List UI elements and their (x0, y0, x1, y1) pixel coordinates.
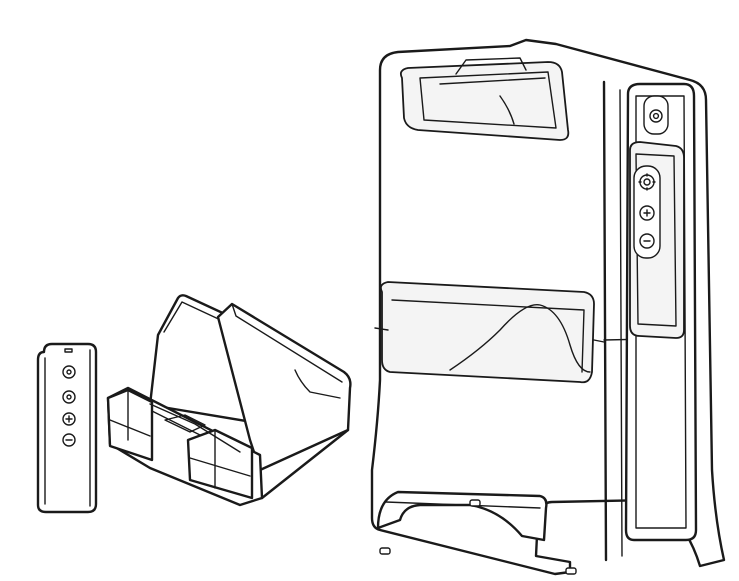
control-panel (626, 84, 696, 540)
remote-control (38, 344, 96, 512)
device-minus-icon[interactable] (640, 234, 654, 248)
remote-minus-icon[interactable] (63, 434, 75, 446)
device-plus-icon[interactable] (640, 206, 654, 220)
remote-plus-icon[interactable] (63, 413, 75, 425)
remote-power-icon[interactable] (63, 366, 75, 378)
device-power-icon[interactable] (644, 96, 668, 134)
remote-mode-icon[interactable] (63, 391, 75, 403)
charging-dock (108, 295, 350, 505)
